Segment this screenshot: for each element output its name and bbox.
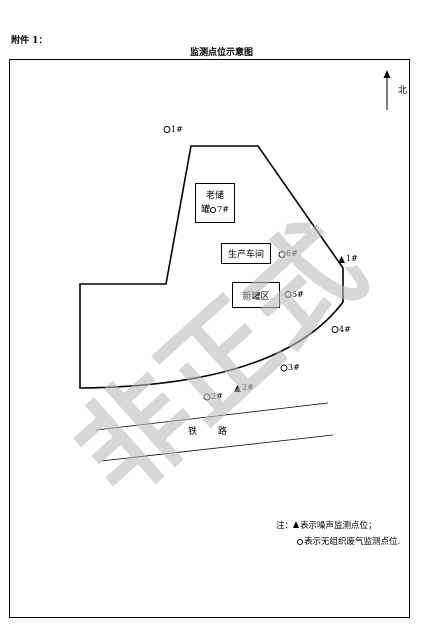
railway-line-lower [100, 434, 334, 462]
noise-point-2-label: 2# [242, 383, 254, 392]
gas-point-1-label: 1# [171, 125, 183, 134]
gas-point-1-icon [163, 126, 171, 133]
legend-prefix: 注： [276, 521, 294, 531]
gas-point-4-icon [331, 326, 339, 333]
gas-point-7-icon [210, 207, 217, 213]
noise-point-1-icon [338, 256, 345, 263]
attachment-label: 附件 1： [11, 36, 48, 46]
north-label: 北 [398, 86, 408, 96]
old-tank-label-line1: 老储 [205, 191, 224, 201]
gas-point-7-label: 7# [217, 205, 229, 214]
legend-noise: 注： 表示噪声监测点位； [276, 520, 377, 532]
railway-line-upper [95, 402, 329, 431]
noise-point-1-label: 1# [346, 254, 358, 263]
map-frame [9, 59, 410, 618]
gas-point-6-label: 6# [286, 249, 298, 258]
gas-point-3-label: 3# [288, 363, 300, 372]
gas-point-5-label: 5# [292, 290, 304, 299]
noise-point-2-icon [234, 385, 241, 392]
noise-legend-icon [293, 521, 300, 528]
legend-gas: 表示无组织废气监测点位. [297, 536, 400, 548]
gas-point-2-icon [203, 393, 211, 401]
legend-gas-text: 表示无组织废气监测点位. [304, 537, 401, 547]
diagram-title: 监测点位示意图 [189, 48, 253, 58]
railway-label-2: 路 [218, 427, 228, 437]
gas-point-4-label: 4# [339, 325, 351, 334]
new-tank-area-box: 新罐区 [232, 282, 280, 308]
gas-legend-icon [297, 539, 303, 545]
gas-point-3-icon [280, 364, 288, 372]
railway-label-1: 铁 [188, 427, 198, 437]
gas-point-2-label: 2# [211, 392, 223, 401]
gas-point-5-icon [284, 291, 292, 298]
gas-point-6-icon [278, 251, 286, 258]
site-boundary [79, 145, 344, 389]
legend-noise-text: 表示噪声监测点位； [300, 521, 377, 531]
north-arrow-icon [383, 70, 391, 78]
production-workshop-box: 生产车间 [221, 243, 271, 264]
